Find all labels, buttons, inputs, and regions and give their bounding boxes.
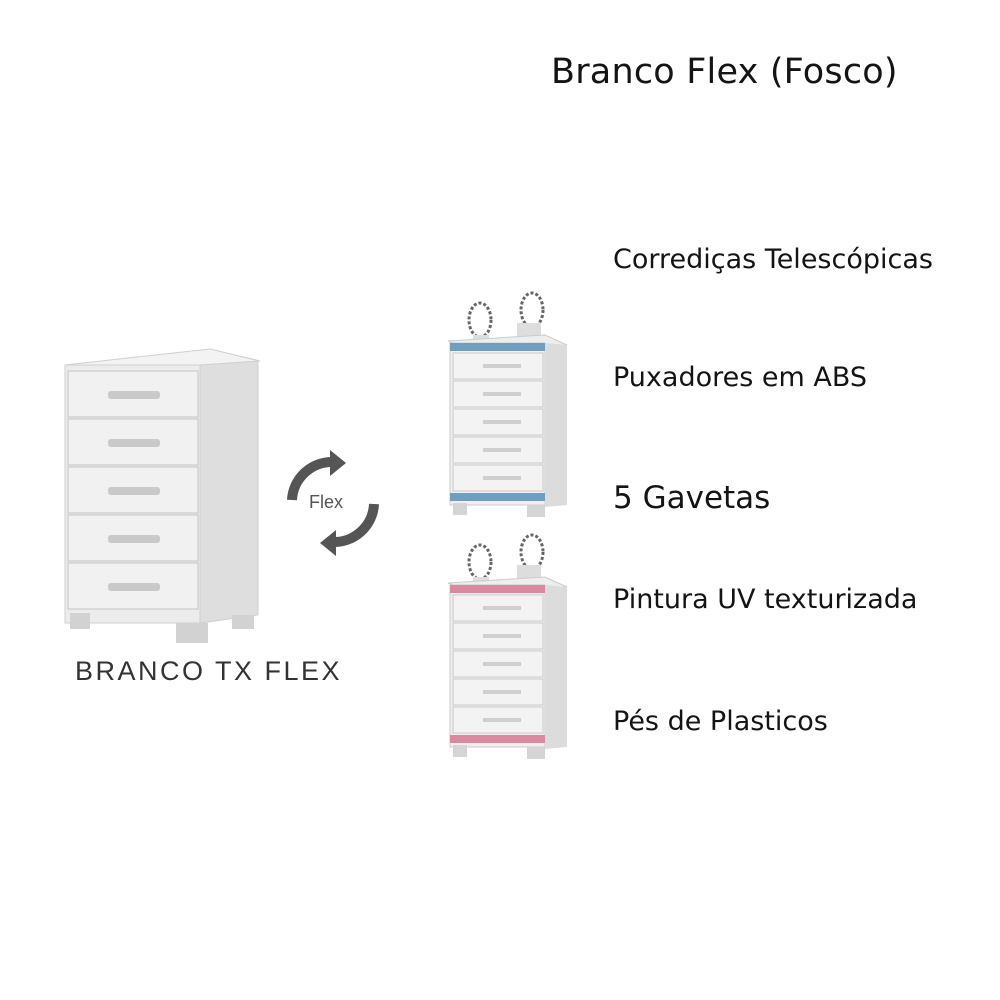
blue-variant-dresser-image [447, 291, 568, 517]
feature-uv-paint: Pintura UV texturizada [613, 584, 918, 615]
pink-variant-dresser-image [447, 533, 568, 759]
feature-abs-handles: Puxadores em ABS [613, 362, 868, 393]
page-title: Branco Flex (Fosco) [551, 52, 898, 92]
rotate-arrows-icon [287, 450, 379, 556]
flex-label: Flex [309, 492, 344, 512]
product-caption: BRANCO TX FLEX [75, 656, 343, 686]
feature-plastic-feet: Pés de Plasticos [613, 706, 828, 737]
main-dresser-image [64, 348, 261, 643]
feature-telescopic-slides: Corrediças Telescópicas [613, 244, 933, 275]
feature-drawer-count: 5 Gavetas [613, 480, 771, 516]
